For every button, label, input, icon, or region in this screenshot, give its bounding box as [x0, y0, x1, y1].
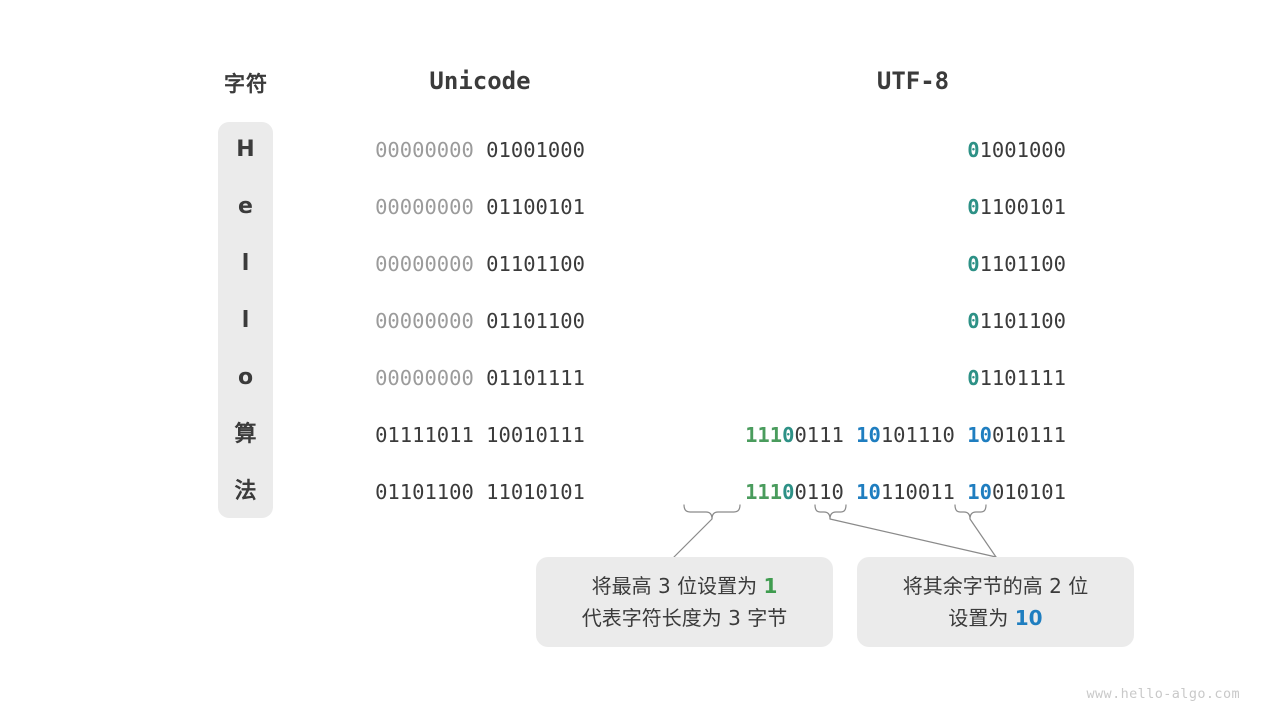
callout-right-accent: 10 — [1014, 606, 1043, 630]
utf8-bit-group-dark: 1100101 — [979, 195, 1066, 219]
utf8-bit-group-green: 111 — [745, 480, 783, 504]
cell-utf8-bits: 01101100 — [600, 304, 1066, 338]
utf8-bit-group-teal: 0 — [967, 252, 980, 276]
utf8-bit-group-teal: 0 — [782, 423, 795, 447]
cell-utf8-bits: 01100101 — [600, 190, 1066, 224]
utf8-bit-group-teal: 0 — [967, 195, 980, 219]
utf8-bit-group-dark: 010111 — [991, 423, 1066, 447]
utf8-bit-group-dark: 1001000 — [979, 138, 1066, 162]
utf8-bit-group-blue: 10 — [856, 480, 881, 504]
utf8-bit-group-dark: 1101111 — [979, 366, 1066, 390]
watermark: www.hello-algo.com — [1086, 686, 1240, 702]
cell-utf8-bits: 01101100 — [600, 247, 1066, 281]
utf8-bit-group-dark: 0111 — [794, 423, 857, 447]
callout-continuation-bits: 将其余字节的高 2 位 设置为 10 — [857, 557, 1134, 647]
cell-character: l — [241, 308, 250, 333]
cell-utf8-bits: 01001000 — [600, 133, 1066, 167]
callout-left-line-1: 将最高 3 位设置为 1 — [592, 570, 778, 602]
cell-utf8-bits: 11100111 10101110 10010111 — [600, 418, 1066, 452]
callout-left-accent: 1 — [763, 574, 778, 598]
cell-unicode-bits: 00000000 01101100 — [353, 304, 607, 338]
column-header-utf8: UTF-8 — [876, 67, 950, 95]
unicode-high-byte: 00000000 — [375, 309, 487, 333]
callout-left-line1-text: 将最高 3 位设置为 — [591, 574, 764, 598]
utf8-bit-group-green: 111 — [745, 423, 783, 447]
cell-utf8-bits: 01101111 — [600, 361, 1066, 395]
cell-unicode-bits: 00000000 01100101 — [353, 190, 607, 224]
utf8-bit-group-blue: 10 — [967, 423, 992, 447]
column-header-char: 字符 — [224, 72, 268, 96]
unicode-low-byte: 01101100 — [486, 252, 585, 276]
cell-character: l — [241, 251, 250, 276]
callout-right-line-1: 将其余字节的高 2 位 — [902, 574, 1089, 598]
cell-character: 法 — [234, 479, 257, 504]
utf8-bit-group-teal: 0 — [967, 366, 980, 390]
unicode-low-byte: 01100101 — [486, 195, 585, 219]
utf8-bit-group-dark: 101110 — [880, 423, 968, 447]
unicode-high-byte: 00000000 — [375, 252, 487, 276]
cell-unicode-bits: 00000000 01101100 — [353, 247, 607, 281]
char-column-background — [218, 122, 273, 518]
unicode-low-byte: 01101111 — [486, 366, 585, 390]
utf8-bit-group-dark: 010101 — [991, 480, 1066, 504]
utf8-bit-group-dark: 0110 — [794, 480, 857, 504]
utf8-bit-group-blue: 10 — [967, 480, 992, 504]
cell-unicode-bits: 01101100 11010101 — [353, 475, 607, 509]
unicode-high-byte: 00000000 — [375, 366, 487, 390]
callout-left-line-2: 代表字符长度为 3 字节 — [581, 606, 788, 630]
cell-unicode-bits: 01111011 10010111 — [353, 418, 607, 452]
column-header-unicode: Unicode — [429, 67, 531, 95]
utf8-bit-group-blue: 10 — [856, 423, 881, 447]
utf8-bit-group-teal: 0 — [967, 309, 980, 333]
cell-character: o — [237, 365, 254, 390]
callout-leading-bits: 将最高 3 位设置为 1 代表字符长度为 3 字节 — [536, 557, 833, 647]
cell-unicode-bits: 00000000 01101111 — [353, 361, 607, 395]
utf8-bit-group-dark: 110011 — [880, 480, 968, 504]
unicode-low-byte: 01101100 11010101 — [375, 480, 585, 504]
callout-right-line-2: 设置为 10 — [948, 602, 1042, 634]
cell-utf8-bits: 11100110 10110011 10010101 — [600, 475, 1066, 509]
cell-character: 算 — [234, 422, 257, 447]
utf8-bit-group-teal: 0 — [967, 138, 980, 162]
unicode-low-byte: 01111011 10010111 — [375, 423, 585, 447]
unicode-high-byte: 00000000 — [375, 195, 487, 219]
cell-character: e — [238, 194, 253, 219]
utf8-bit-group-dark: 1101100 — [979, 309, 1066, 333]
utf8-bit-group-dark: 1101100 — [979, 252, 1066, 276]
unicode-high-byte: 00000000 — [375, 138, 487, 162]
unicode-low-byte: 01101100 — [486, 309, 585, 333]
unicode-low-byte: 01001000 — [486, 138, 585, 162]
cell-character: H — [236, 137, 255, 162]
cell-unicode-bits: 00000000 01001000 — [353, 133, 607, 167]
callout-right-line2-text: 设置为 — [948, 606, 1015, 630]
utf8-bit-group-teal: 0 — [782, 480, 795, 504]
